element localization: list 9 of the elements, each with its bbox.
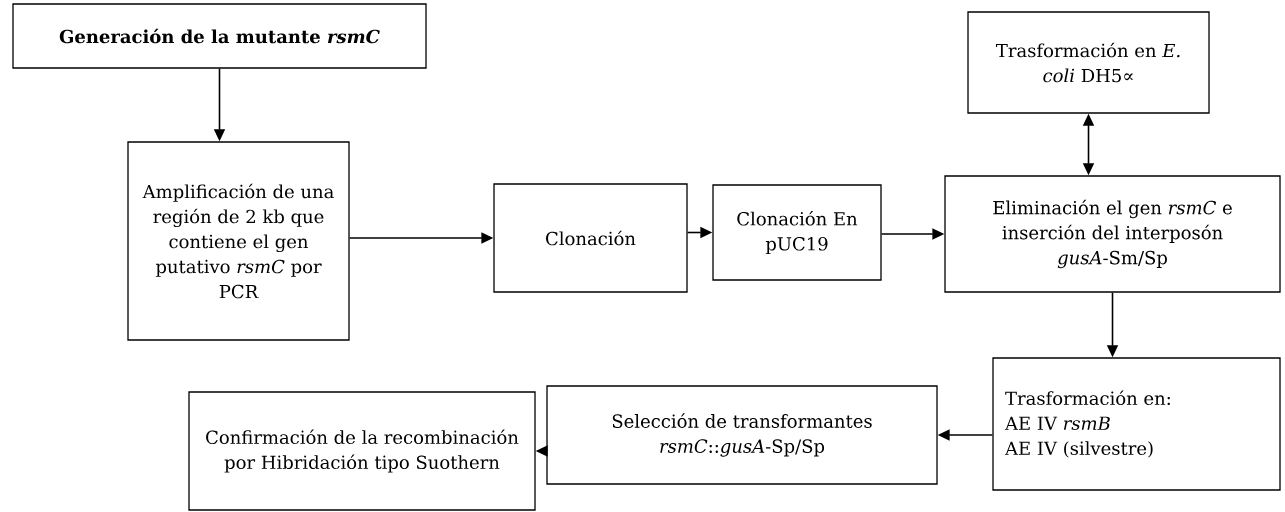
process-box: Amplificación de una región de 2 kb que contiene el gen putativo rsmC por PCR	[127, 141, 350, 341]
process-box: Clonación	[493, 183, 688, 293]
process-box: Confirmación de la recombinación por Hibridación tipo Suothern	[188, 391, 536, 511]
process-box: Selección de transformantes rsmC::gusA-Sp/Sp	[546, 385, 938, 485]
process-box: Clonación En pUC19	[712, 184, 882, 281]
process-box: Eliminación el gen rsmC e inserción del interposón gusA-Sm/Sp	[944, 175, 1281, 293]
process-box: Trasformación en E. coli DH5∝	[967, 11, 1210, 114]
process-box: Generación de la mutante rsmC	[12, 3, 427, 69]
process-box: Trasformación en: AE IV rsmB AE IV (silvestre)	[992, 357, 1281, 491]
